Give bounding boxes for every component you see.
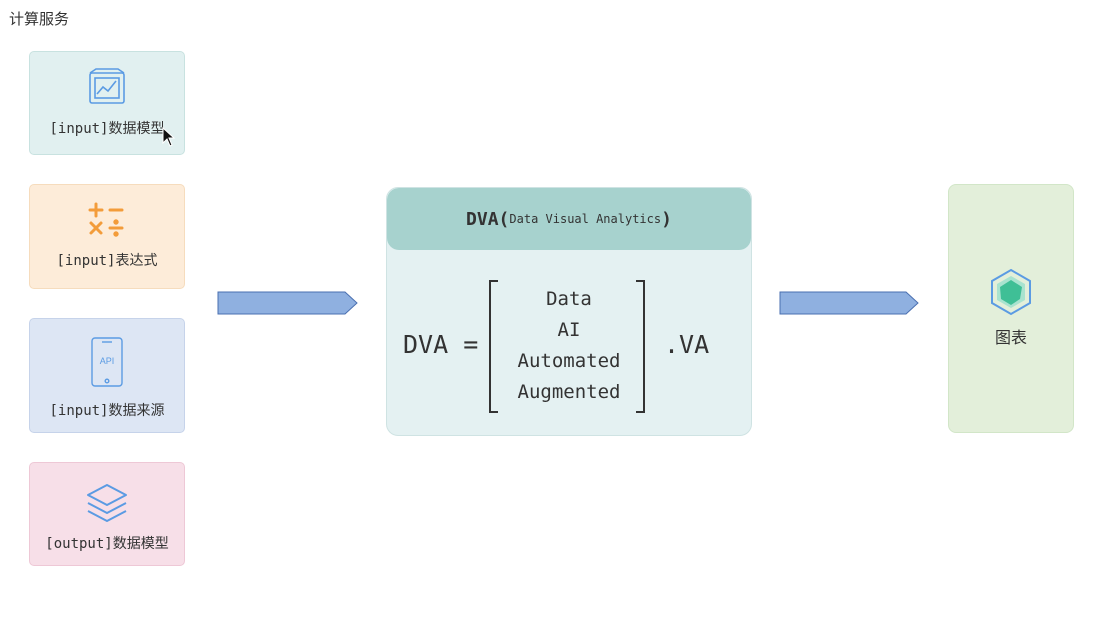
matrix-bracket-left bbox=[489, 280, 498, 413]
matrix-item: AI bbox=[557, 319, 581, 341]
output-card-label: [output]数据模型 bbox=[45, 536, 169, 552]
input-card-data-source[interactable]: API [input]数据来源 bbox=[29, 318, 185, 433]
dva-title-main: DVA( bbox=[466, 208, 510, 230]
dva-matrix: Data AI Automated Augmented bbox=[498, 284, 640, 408]
dva-header: DVA( Data Visual Analytics ) bbox=[387, 188, 751, 250]
layers-icon bbox=[85, 483, 129, 523]
hexagon-chart-icon bbox=[989, 268, 1033, 316]
formula-rhs: .VA bbox=[664, 330, 710, 359]
section-title: 计算服务 bbox=[9, 10, 70, 28]
flow-arrow-left bbox=[217, 291, 358, 315]
math-operators-icon bbox=[86, 202, 128, 238]
formula-lhs: DVA = bbox=[403, 330, 479, 359]
phone-api-icon: API bbox=[90, 337, 124, 387]
dva-title-close: ) bbox=[661, 208, 672, 230]
input-card-label: [input]数据来源 bbox=[49, 403, 165, 419]
output-chart-card[interactable]: 图表 bbox=[948, 184, 1074, 433]
matrix-item: Augmented bbox=[517, 381, 621, 403]
flow-arrow-right bbox=[779, 291, 919, 315]
mouse-cursor-icon bbox=[162, 127, 176, 147]
matrix-item: Automated bbox=[517, 350, 621, 372]
api-icon-text: API bbox=[100, 356, 115, 366]
output-chart-label: 图表 bbox=[994, 328, 1027, 347]
chart-frame-icon bbox=[88, 67, 126, 105]
input-card-label: [input]数据模型 bbox=[49, 121, 165, 137]
input-card-data-model[interactable]: [input]数据模型 bbox=[29, 51, 185, 155]
dva-panel: DVA( Data Visual Analytics ) bbox=[386, 187, 752, 436]
dva-title-sub: Data Visual Analytics bbox=[509, 212, 662, 226]
matrix-item: Data bbox=[546, 288, 592, 310]
input-card-expression[interactable]: [input]表达式 bbox=[29, 184, 185, 289]
output-card-data-model[interactable]: [output]数据模型 bbox=[29, 462, 185, 566]
matrix-bracket-right bbox=[636, 280, 645, 413]
input-card-label: [input]表达式 bbox=[56, 253, 158, 269]
